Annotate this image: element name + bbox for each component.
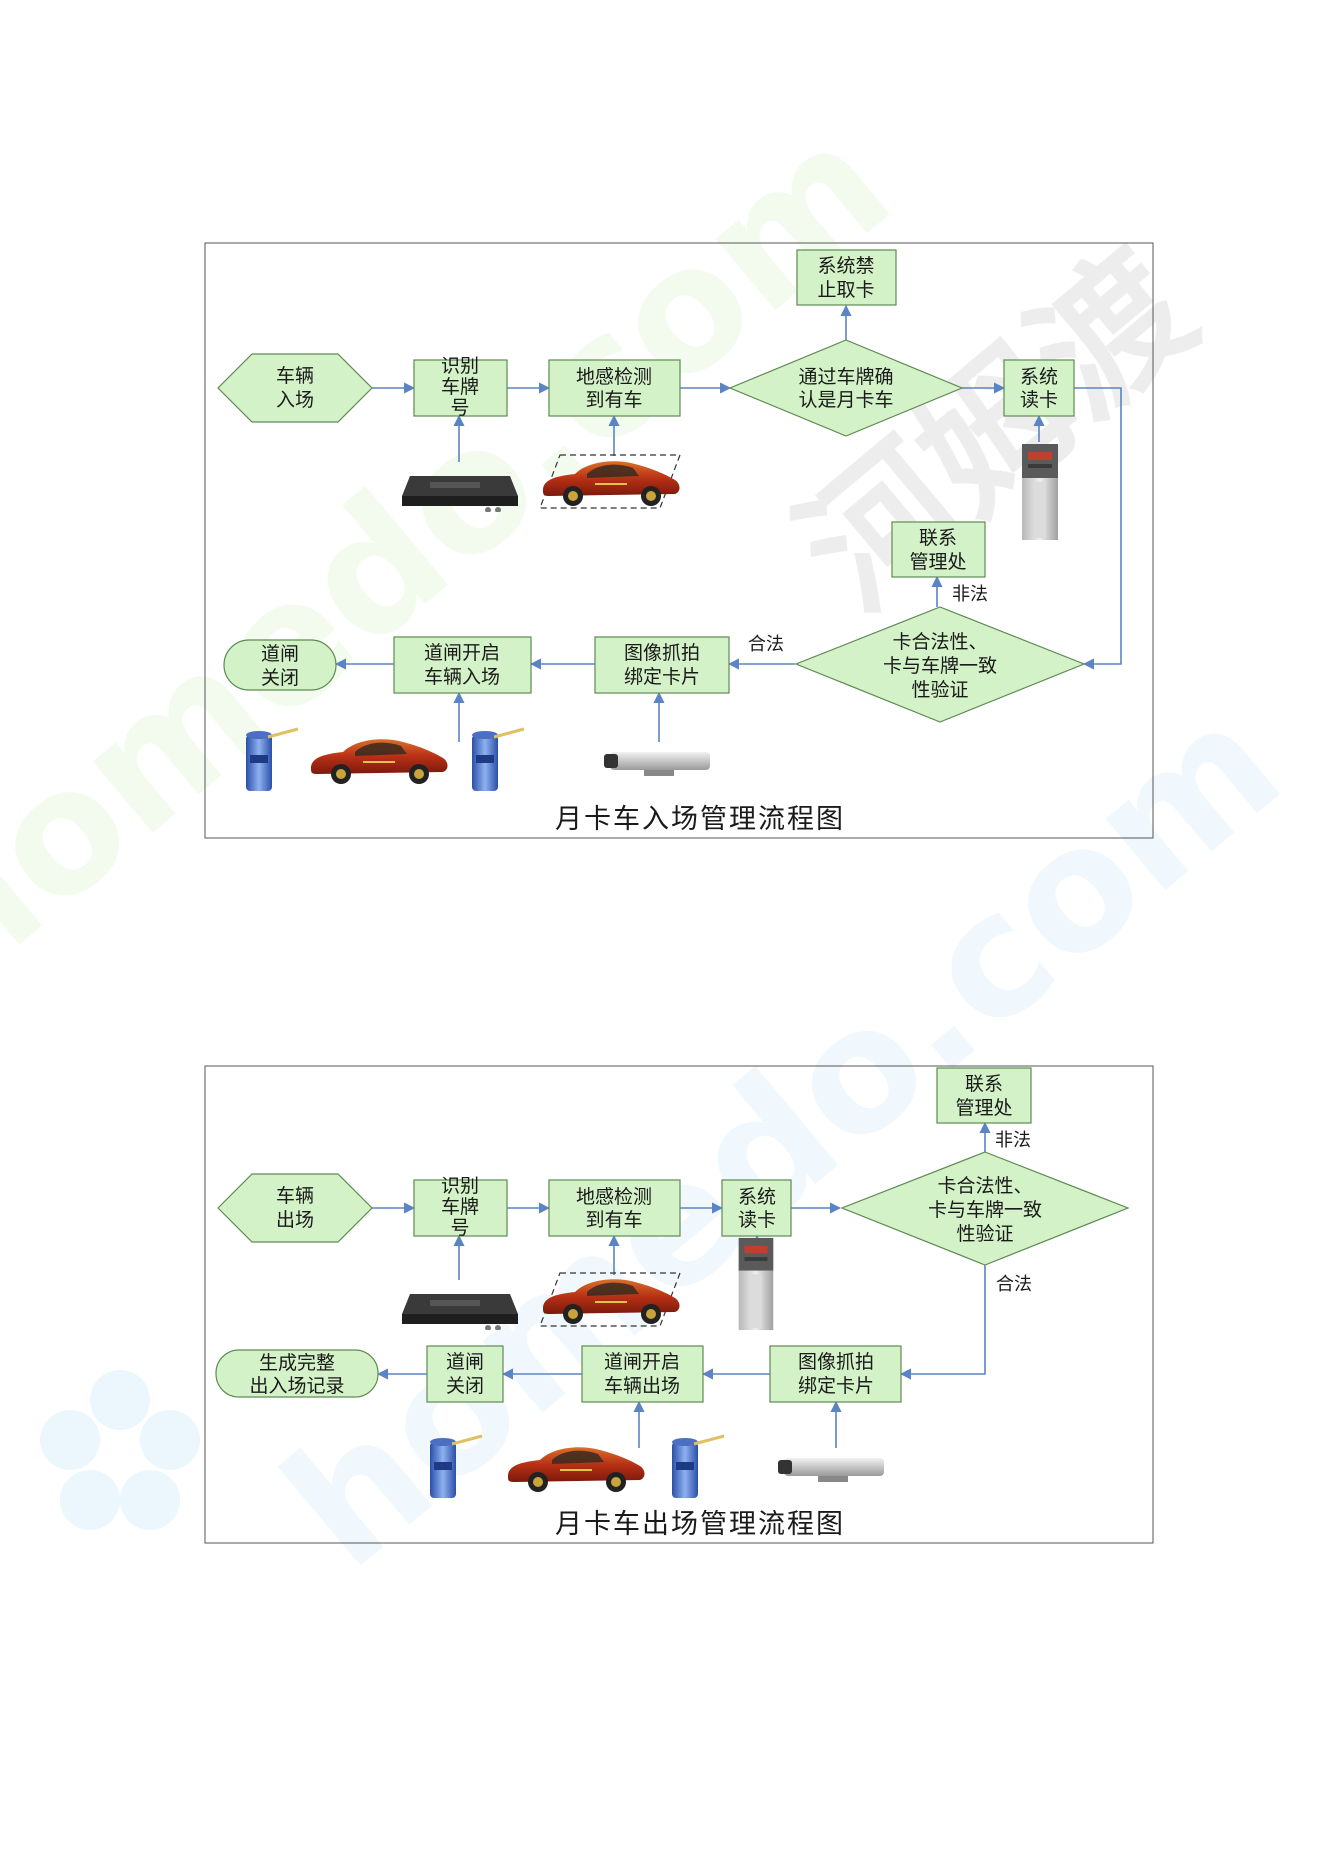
exit-capture-line-1: 图像抓拍 (798, 1351, 874, 1373)
entry-vehicle-in-line-1: 车辆 (276, 365, 314, 387)
exit-gate-open-line-1: 道闸开启 (604, 1351, 680, 1373)
entry-legal-label: 合法 (748, 634, 784, 655)
entry-deny-card-node: 系统禁 止取卡 (796, 249, 897, 306)
exit-barrier-right-icon (670, 1434, 726, 1500)
entry-diagram-title: 月卡车入场管理流程图 (555, 804, 845, 835)
exit-read-card-line-2: 读卡 (738, 1209, 776, 1231)
exit-ground-sense-node: 地感检测 到有车 (548, 1179, 681, 1237)
entry-vehicle-in-node: 车辆 入场 (217, 353, 373, 423)
exit-record-line-1: 生成完整 (259, 1352, 335, 1374)
exit-contact-office-node: 联系 管理处 (936, 1067, 1032, 1124)
entry-ground-sense-node: 地感检测 到有车 (548, 359, 681, 417)
exit-ground-sense-car-icon (539, 1272, 681, 1327)
entry-plate-confirm-line-2: 认是月卡车 (798, 389, 893, 411)
entry-capture-camera-icon (604, 752, 710, 776)
exit-card-reader-kiosk-icon (738, 1237, 774, 1331)
entry-validate-line-2: 卡与车牌一致 (883, 655, 997, 677)
entry-read-card-line-2: 读卡 (1020, 389, 1058, 411)
entry-arrows (334, 304, 1122, 742)
exit-capture-node: 图像抓拍 绑定卡片 (769, 1345, 902, 1403)
exit-ground-sense-line-2: 到有车 (585, 1209, 642, 1231)
entry-deny-card-line-2: 止取卡 (817, 279, 874, 301)
exit-frame (204, 1065, 1154, 1544)
exit-illegal-label: 非法 (995, 1130, 1031, 1151)
entry-plate-recognize-line-1: 识别 (441, 355, 479, 377)
exit-gate-open-node: 道闸开启 车辆出场 (581, 1345, 704, 1403)
exit-plate-recognize-line-1: 识别 (441, 1175, 479, 1197)
entry-plate-confirm-line-1: 通过车牌确 (798, 366, 893, 388)
exit-gate-close-node: 道闸 关闭 (426, 1345, 504, 1403)
entry-contact-office-line-1: 联系 (919, 527, 957, 549)
exit-diagram: 车辆 出场 识别 车牌 号 地感检测 到有车 系统 读卡 卡合法性、 卡与车牌一… (204, 1065, 1154, 1544)
exit-contact-office-line-2: 管理处 (955, 1097, 1012, 1119)
entry-capture-line-2: 绑定卡片 (624, 666, 700, 688)
exit-gate-close-line-2: 关闭 (446, 1375, 484, 1397)
entry-validate-node: 卡合法性、 卡与车牌一致 性验证 (794, 606, 1086, 723)
exit-capture-camera-icon (778, 1458, 884, 1482)
exit-gate-open-line-2: 车辆出场 (604, 1375, 680, 1397)
entry-deny-card-line-1: 系统禁 (817, 255, 874, 277)
entry-card-reader-kiosk-icon (1022, 444, 1058, 540)
exit-ground-sense-line-1: 地感检测 (576, 1186, 652, 1208)
exit-read-card-node: 系统 读卡 (721, 1179, 792, 1237)
exit-vehicle-out-line-1: 车辆 (276, 1185, 314, 1207)
exit-plate-recognize-line-3: 号 (450, 1217, 469, 1239)
exit-validate-node: 卡合法性、 卡与车牌一致 性验证 (840, 1151, 1130, 1266)
exit-plate-recognize-node: 识别 车牌 号 (413, 1175, 508, 1239)
exit-validate-line-1: 卡合法性、 (937, 1175, 1032, 1197)
exit-record-node: 生成完整 出入场记录 (215, 1349, 379, 1398)
entry-plate-recognize-line-3: 号 (450, 397, 469, 419)
exit-capture-line-2: 绑定卡片 (798, 1375, 874, 1397)
entry-contact-office-node: 联系 管理处 (891, 521, 986, 578)
entry-gate-open-line-1: 道闸开启 (424, 642, 500, 664)
entry-diagram: 车辆 入场 识别 车牌 号 地感检测 到有车 通过车牌确 认是月卡车 系统禁 止… (204, 242, 1154, 839)
entry-frame (204, 242, 1154, 839)
entry-car-at-gate-icon (310, 738, 449, 785)
entry-vehicle-in-line-2: 入场 (276, 389, 314, 411)
entry-barrier-right-icon (470, 727, 526, 793)
exit-record-line-2: 出入场记录 (249, 1375, 344, 1397)
entry-read-card-line-1: 系统 (1020, 366, 1058, 388)
exit-validate-line-2: 卡与车牌一致 (928, 1199, 1042, 1221)
entry-read-card-node: 系统 读卡 (1003, 359, 1075, 417)
entry-capture-line-1: 图像抓拍 (624, 642, 700, 664)
entry-capture-node: 图像抓拍 绑定卡片 (594, 636, 730, 694)
entry-ground-sense-line-1: 地感检测 (576, 366, 652, 388)
exit-legal-label: 合法 (996, 1274, 1032, 1295)
watermark-domain-1: homedo.com (0, 85, 927, 1026)
exit-diagram-title: 月卡车出场管理流程图 (555, 1509, 845, 1540)
entry-validate-line-1: 卡合法性、 (892, 631, 987, 653)
exit-validate-line-3: 性验证 (956, 1223, 1013, 1245)
entry-ground-sense-car-icon (539, 454, 681, 509)
exit-plate-recognize-line-2: 车牌 (441, 1196, 479, 1218)
entry-validate-line-3: 性验证 (911, 679, 968, 701)
entry-ground-sense-line-2: 到有车 (585, 389, 642, 411)
entry-gate-close-line-1: 道闸 (261, 643, 299, 665)
entry-gate-open-line-2: 车辆入场 (424, 666, 500, 688)
entry-gate-open-node: 道闸开启 车辆入场 (393, 636, 532, 694)
exit-vehicle-out-line-2: 出场 (276, 1209, 314, 1231)
exit-gate-close-line-1: 道闸 (446, 1351, 484, 1373)
exit-read-card-line-1: 系统 (738, 1186, 776, 1208)
exit-contact-office-line-1: 联系 (965, 1073, 1003, 1095)
entry-contact-office-line-2: 管理处 (909, 551, 966, 573)
entry-illegal-label: 非法 (952, 584, 988, 605)
exit-vehicle-out-node: 车辆 出场 (217, 1173, 373, 1243)
entry-plate-recognize-line-2: 车牌 (441, 376, 479, 398)
entry-gate-close-line-2: 关闭 (261, 667, 299, 689)
entry-plate-recognize-node: 识别 车牌 号 (413, 355, 508, 419)
entry-plate-confirm-node: 通过车牌确 认是月卡车 (728, 339, 964, 437)
entry-gate-close-node: 道闸 关闭 (223, 639, 337, 691)
watermark-flower-icon (40, 1370, 200, 1530)
